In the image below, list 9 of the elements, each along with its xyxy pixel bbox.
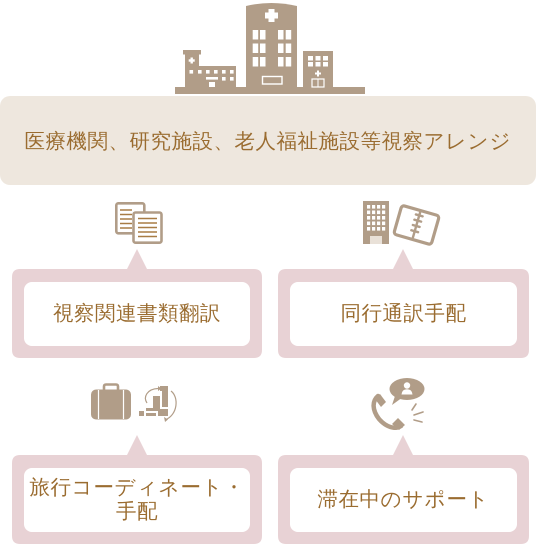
callout-box bbox=[12, 435, 262, 544]
callout-box bbox=[12, 249, 262, 358]
callout-box bbox=[278, 249, 529, 358]
callout-box bbox=[278, 435, 529, 544]
service-label: 滞在中のサポート bbox=[290, 468, 517, 532]
service-label: 視察関連書類翻訳 bbox=[24, 282, 250, 346]
service-label: 同行通訳手配 bbox=[290, 282, 517, 346]
service-label: 旅行コーディネート・手配 bbox=[24, 468, 250, 532]
banner: 医療機関、研究施設、老人福祉施設等視察アレンジ bbox=[0, 96, 536, 185]
